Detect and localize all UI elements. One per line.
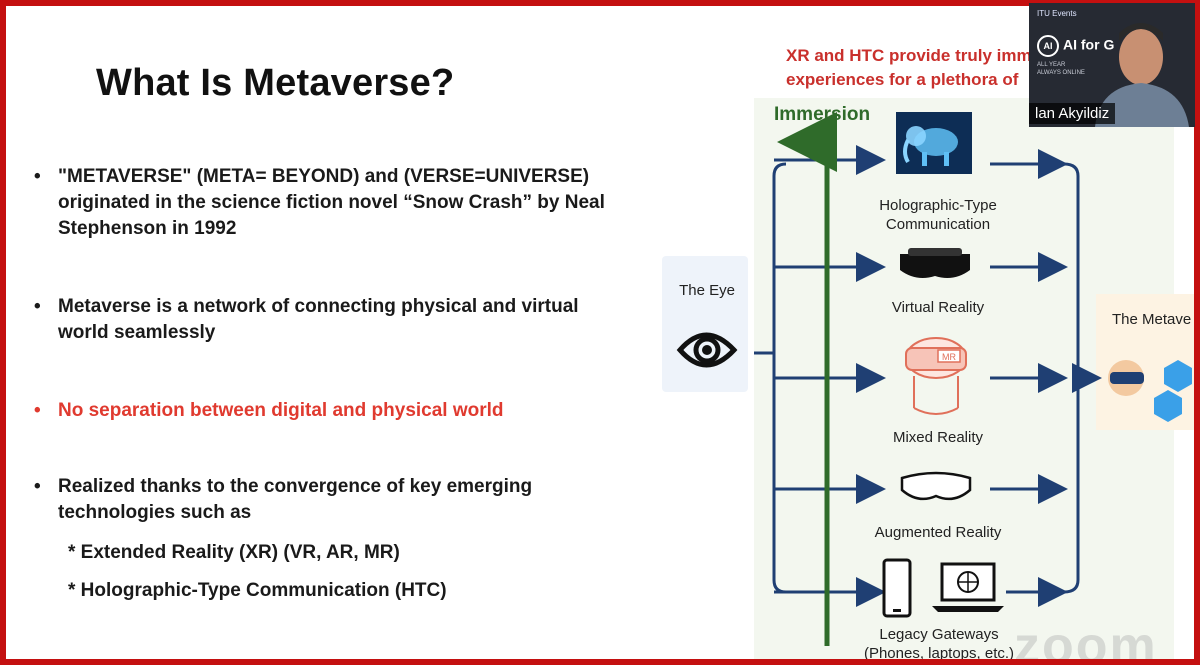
legacy-label-line-2: (Phones, laptops, etc.) bbox=[863, 645, 1015, 659]
bullet-item: • Realized thanks to the convergence of … bbox=[34, 474, 634, 526]
sub-bullet-xr: * Extended Reality (XR) (VR, AR, MR) bbox=[68, 542, 400, 563]
metaverse-diagram: MR bbox=[646, 6, 1194, 659]
note-line-2: experiences for a plethora of bbox=[786, 70, 1019, 89]
ar-glasses-icon bbox=[900, 471, 972, 501]
htc-label-line-1: Holographic-Type bbox=[879, 197, 997, 214]
htc-label: Holographic-Type Communication bbox=[858, 196, 1018, 234]
legacy-label: Legacy Gateways (Phones, laptops, etc.) bbox=[846, 625, 1032, 659]
mr-label: Mixed Reality bbox=[892, 429, 984, 446]
metaverse-label: The Metave bbox=[1112, 311, 1192, 328]
bullet-text: No separation between digital and physic… bbox=[58, 400, 504, 421]
ai-logo-icon: AI bbox=[1037, 35, 1059, 57]
itu-events-logo: ITU Events bbox=[1037, 9, 1077, 18]
note-line-1: XR and HTC provide truly imm bbox=[786, 46, 1032, 65]
diagram-connectors: MR bbox=[676, 112, 1192, 646]
laptop-icon bbox=[932, 562, 1004, 612]
bullet-item-highlight: • No separation between digital and phys… bbox=[34, 398, 634, 424]
slide-title: What Is Metaverse? bbox=[96, 62, 455, 104]
zoom-watermark: zoom bbox=[1014, 617, 1158, 659]
speaker-figure bbox=[1095, 23, 1189, 127]
right-bracket bbox=[1063, 162, 1080, 594]
hologram-elephant-icon bbox=[896, 112, 972, 174]
tagline-line-2: ALWAYS ONLINE bbox=[1037, 70, 1085, 76]
xr-htc-note: XR and HTC provide truly imm experiences… bbox=[786, 44, 1032, 92]
bullet-text: Metaverse is a network of connecting phy… bbox=[58, 296, 579, 343]
htc-label-line-2: Communication bbox=[885, 216, 991, 233]
bullet-item: • "METAVERSE" (META= BEYOND) and (VERSE=… bbox=[34, 164, 634, 242]
vr-headset-icon bbox=[900, 248, 970, 278]
event-name: AI for G bbox=[1063, 36, 1115, 53]
slide-frame: What Is Metaverse? • "METAVERSE" (META= … bbox=[6, 6, 1194, 659]
metaverse-avatar-icon bbox=[1108, 360, 1192, 422]
speaker-name: lan Akyildiz bbox=[1029, 103, 1116, 124]
mixed-reality-icon: MR bbox=[905, 337, 967, 415]
immersion-label: Immersion bbox=[774, 104, 871, 125]
eye-icon bbox=[676, 332, 738, 368]
bullet-symbol: • bbox=[34, 400, 41, 421]
eye-label: The Eye bbox=[679, 282, 735, 299]
eye-box bbox=[662, 256, 748, 392]
phone-icon bbox=[882, 558, 912, 618]
vr-label: Virtual Reality bbox=[891, 299, 985, 316]
mr-badge-text: MR bbox=[942, 352, 956, 362]
bullet-item: • Metaverse is a network of connecting p… bbox=[34, 294, 634, 346]
bullet-symbol: • bbox=[34, 166, 41, 187]
bullet-symbol: • bbox=[34, 296, 41, 317]
bullet-symbol: • bbox=[34, 476, 41, 497]
sub-bullet-htc: * Holographic-Type Communication (HTC) bbox=[68, 580, 447, 601]
ar-label: Augmented Reality bbox=[874, 524, 1002, 541]
bullet-text: "METAVERSE" (META= BEYOND) and (VERSE=UN… bbox=[58, 166, 605, 239]
event-tagline: ALL YEAR ALWAYS ONLINE bbox=[1037, 61, 1085, 77]
legacy-label-line-1: Legacy Gateways bbox=[879, 626, 999, 643]
tagline-line-1: ALL YEAR bbox=[1037, 62, 1066, 68]
bullet-text: Realized thanks to the convergence of ke… bbox=[58, 476, 533, 523]
